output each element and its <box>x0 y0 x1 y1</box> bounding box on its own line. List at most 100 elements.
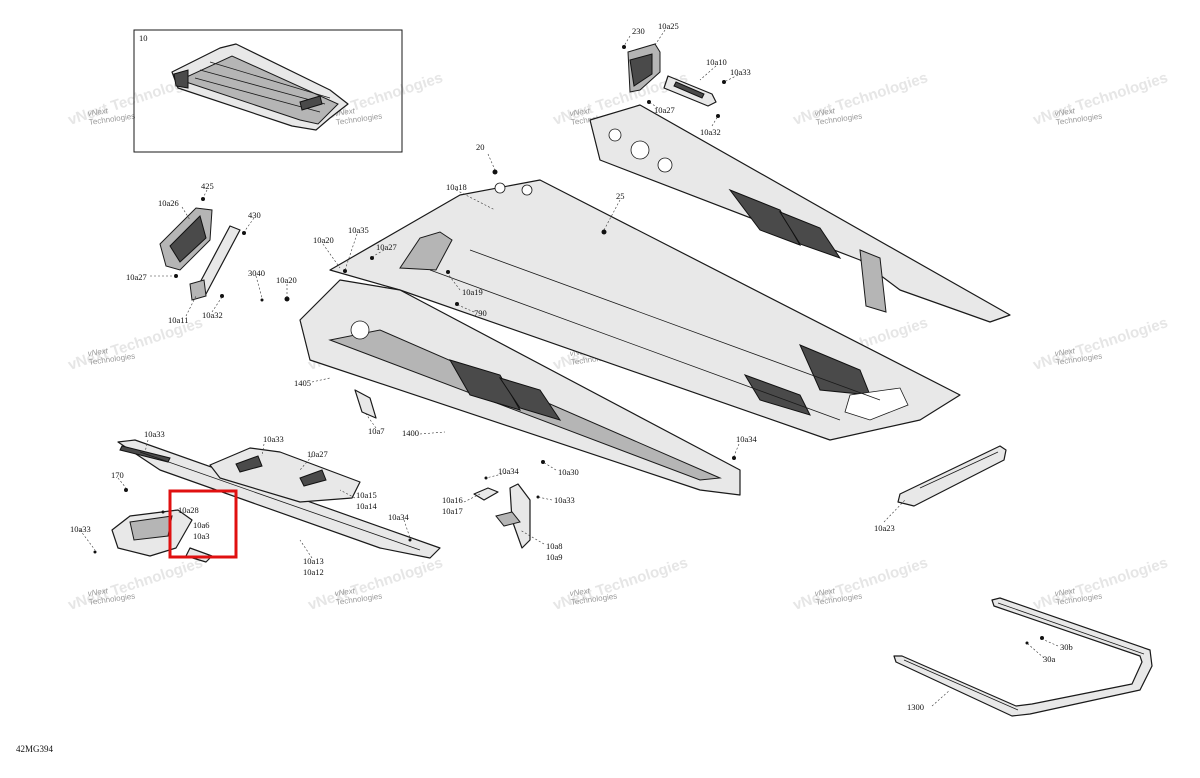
svg-text:vNext Technologies: vNext Technologies <box>791 554 930 614</box>
scraper-guide-slot <box>299 469 327 487</box>
tunnel-mini-ribs <box>194 61 331 113</box>
fastener-170 <box>124 488 128 492</box>
wm-line1: vNext <box>87 106 109 118</box>
fastener-20 <box>492 169 498 175</box>
bumper-edge-lines <box>903 602 1145 711</box>
callout-10a8: 10a8 <box>546 541 563 551</box>
callout-230: 230 <box>632 26 645 36</box>
callout-1405: 1405 <box>294 378 311 388</box>
rail-bracket-10a23 <box>897 445 1007 507</box>
wm-line1: vNext <box>814 106 836 118</box>
wm-line1: vNext <box>814 586 836 598</box>
fastener-10a35 <box>343 269 347 273</box>
tunnel-hole <box>350 320 370 340</box>
callout-20: 20 <box>476 142 485 152</box>
callout-10a17: 10a17 <box>442 506 463 516</box>
svg-text:vNext Technologies: vNext Technologies <box>1031 554 1170 614</box>
inset-frame <box>133 29 403 153</box>
callout-10a15: 10a15 <box>356 490 377 500</box>
footrest-strut-foot <box>189 279 207 301</box>
wm-line1: vNext <box>1054 346 1076 358</box>
wm-line1: vNext <box>569 586 591 598</box>
callout-1300: 1300 <box>907 702 924 712</box>
tunnel-deck-lines <box>429 249 881 421</box>
tunnel-hole <box>521 184 533 196</box>
footrest-bracket-group <box>159 197 246 301</box>
callout-10a27-left: 10a27 <box>126 272 147 282</box>
tunnel-left-vent-1 <box>448 359 522 411</box>
callout-1400: 1400 <box>402 428 419 438</box>
callout-10a33-mid: 10a33 <box>554 495 575 505</box>
wm-line1: vNext <box>334 106 356 118</box>
tunnel-top-deck <box>329 179 961 441</box>
svg-text:vNext Technologies: vNext Technologies <box>66 554 205 614</box>
rear-bracket-group <box>622 43 726 118</box>
callout-10a20-b: 10a20 <box>313 235 334 245</box>
rear-bracket-grille <box>629 53 653 87</box>
scraper-guide-slot <box>235 455 263 473</box>
callout-10a28: 10a28 <box>178 505 199 515</box>
fastener-230 <box>622 45 626 49</box>
fastener-10a27-left <box>174 274 178 278</box>
leader-lines <box>79 29 1059 707</box>
fastener-10a20 <box>284 296 290 302</box>
fastener-25 <box>601 229 607 235</box>
footrest-bracket-grille <box>169 215 207 263</box>
tunnel-rear-cutout-large <box>844 387 909 421</box>
fastener-10a27 <box>647 100 651 104</box>
callout-10a20-a: 10a20 <box>276 275 297 285</box>
callout-10a34-mid: 10a34 <box>498 466 520 476</box>
callout-10a7: 10a7 <box>368 426 385 436</box>
callout-10a13: 10a13 <box>303 556 324 566</box>
callout-10a35: 10a35 <box>348 225 369 235</box>
svg-text:vNext Technologies: vNext Technologies <box>1031 314 1170 374</box>
fastener-430 <box>242 231 246 235</box>
callout-30b: 30b <box>1060 642 1073 652</box>
callout-10a14: 10a14 <box>356 501 378 511</box>
callout-10a33-far: 10a33 <box>70 524 91 534</box>
callout-10a16: 10a16 <box>442 495 463 505</box>
tunnel-mini-rail <box>299 95 323 111</box>
callout-10a34-right: 10a34 <box>736 434 758 444</box>
callout-10a23: 10a23 <box>874 523 895 533</box>
tunnel-mini-side <box>178 55 339 125</box>
callout-10a27: 10a27 <box>654 105 675 115</box>
fastener-10a32 <box>716 114 720 118</box>
callout-430: 430 <box>248 210 261 220</box>
tunnel-right-vent-1 <box>728 188 802 246</box>
plate-10a7 <box>354 389 377 419</box>
fastener-10a34-b <box>408 538 412 542</box>
callout-10: 10 <box>139 33 148 43</box>
bumper-group <box>893 597 1153 717</box>
tunnel-front-shroud <box>399 231 453 271</box>
bumper-1300 <box>893 597 1153 717</box>
fastener-425 <box>201 197 205 201</box>
fastener-10a27-mid <box>370 256 374 260</box>
callout-790: 790 <box>474 308 487 318</box>
callout-10a9: 10a9 <box>546 552 563 562</box>
callout-10a18: 10a18 <box>446 182 467 192</box>
inset-assembly: 10 <box>133 29 403 153</box>
tunnel-hole <box>494 182 506 194</box>
fastener-10a33-mid <box>536 495 540 499</box>
front-bracket-10a6-face <box>129 515 173 541</box>
mid-bracket-group <box>473 476 540 549</box>
callout-10a19: 10a19 <box>462 287 483 297</box>
diagram-code: 42MG394 <box>16 744 54 754</box>
tunnel-rear-cutout <box>743 374 811 416</box>
wm-line1: vNext <box>334 586 356 598</box>
callout-10a10: 10a10 <box>706 57 727 67</box>
tunnel-mini-front <box>173 69 189 89</box>
callout-10a6: 10a6 <box>193 520 210 530</box>
wm-line1: vNext <box>1054 586 1076 598</box>
svg-text:vNext Technologies: vNext Technologies <box>306 554 445 614</box>
callout-10a12: 10a12 <box>303 567 324 577</box>
callout-10a32-left: 10a32 <box>202 310 223 320</box>
callout-425: 425 <box>201 181 214 191</box>
callout-3040: 3040 <box>248 268 265 278</box>
tunnel-left-vent-2 <box>498 377 562 421</box>
tunnel-hole <box>657 157 673 173</box>
callout-10a30: 10a30 <box>558 467 579 477</box>
tunnel-right-side <box>589 104 1011 323</box>
highlight-box <box>168 489 238 559</box>
